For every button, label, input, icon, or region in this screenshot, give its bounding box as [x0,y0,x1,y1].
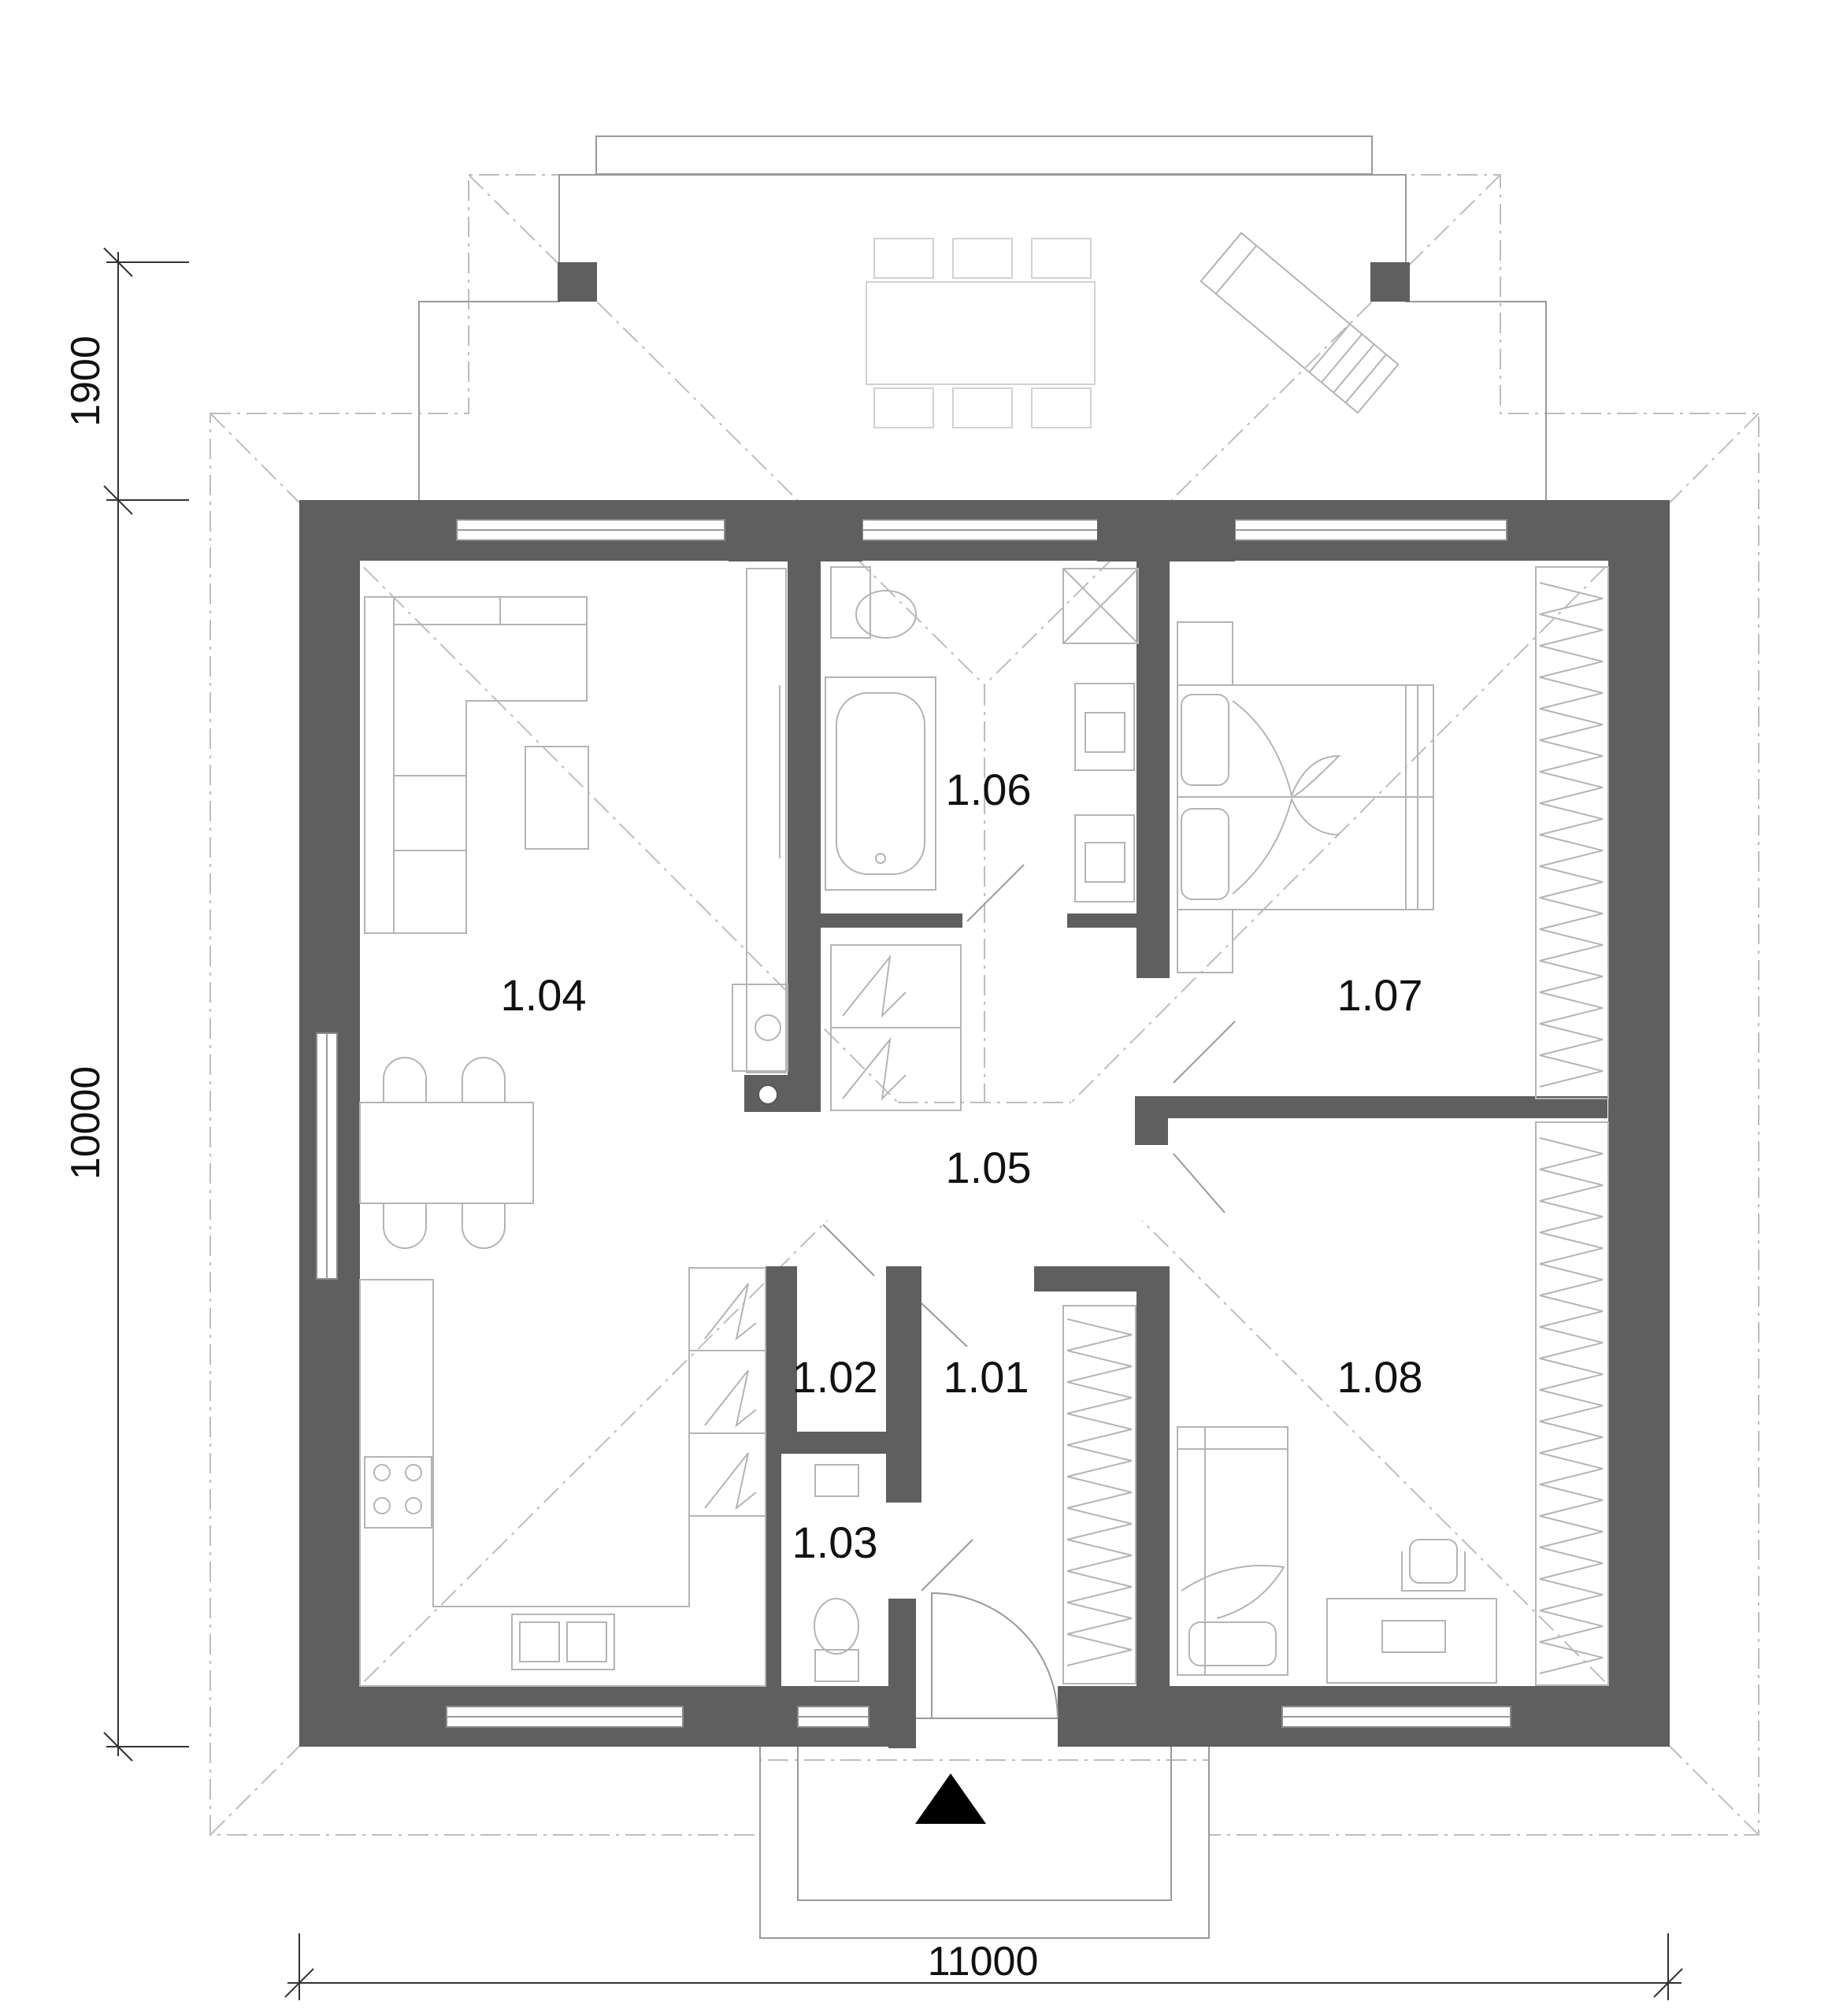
sun-lounger [1200,232,1400,414]
room-label-1-08: 1.08 [1337,1352,1423,1402]
dimension-label-width: 11000 [928,1939,1039,1984]
terrace-dining-set [866,238,1096,428]
room-label-1-05: 1.05 [946,1143,1032,1192]
dimension-label-depth-terrace: 1900 [63,335,109,427]
double-bed [1177,621,1434,973]
front-porch [759,1747,1210,1939]
doors [822,864,1236,1592]
storage-unit [732,568,788,1105]
dimension-label-depth-main: 10000 [63,1066,109,1180]
room-label-1-07: 1.07 [1337,970,1423,1020]
interior-walls [729,500,1607,1748]
windows [316,519,1511,1747]
single-bed [1177,1426,1288,1676]
wc-fixtures [814,1464,859,1682]
roof-outline [209,174,1759,1836]
room-label-1-03: 1.03 [792,1518,878,1567]
wardrobe-upper [1535,566,1609,1099]
bathroom-fixtures [825,566,1139,1111]
room-label-1-01: 1.01 [944,1352,1029,1402]
room-label-1-04: 1.04 [501,970,587,1020]
corner-sofa [364,596,589,934]
desk [1326,1539,1497,1684]
terrace [418,135,1547,500]
entrance-arrow-icon [915,1773,986,1824]
room-label-1-06: 1.06 [946,765,1032,814]
room-label-1-02: 1.02 [792,1352,878,1402]
wardrobe-lower [1535,1121,1609,1686]
kitchen-counter [359,1267,766,1687]
dining-table [359,1057,534,1249]
hall-wardrobe [1062,1305,1136,1684]
dimension-lines [103,247,1683,2000]
